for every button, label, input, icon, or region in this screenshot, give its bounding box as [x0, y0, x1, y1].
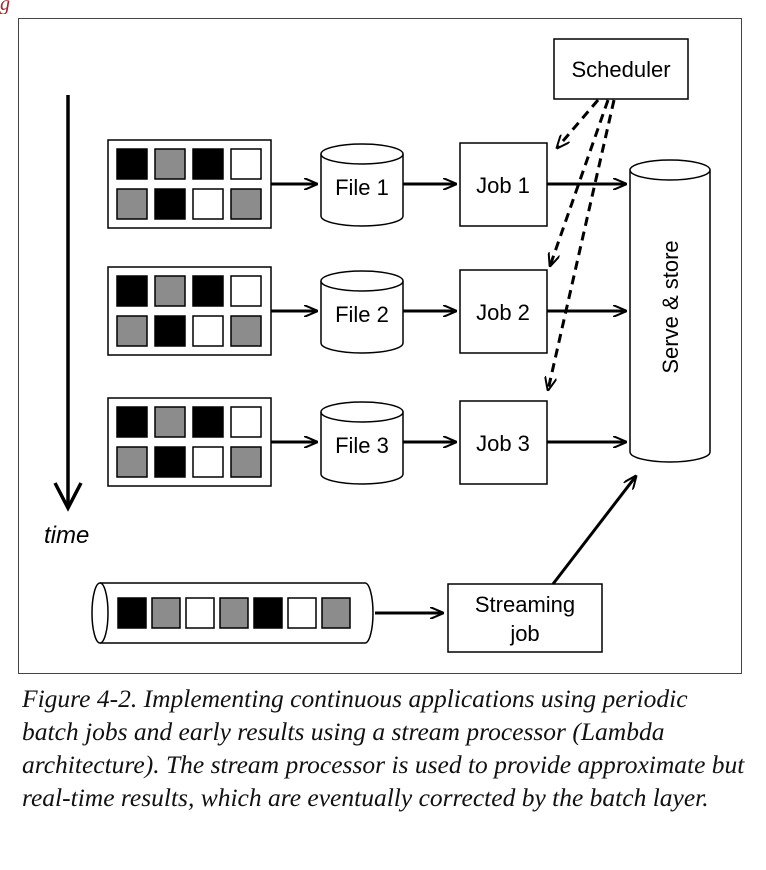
serve-store-label: Serve & store: [658, 240, 683, 373]
job-box-2: Job 2: [459, 269, 548, 354]
streaming-job-label-line2: job: [509, 621, 539, 646]
data-cell-gray: [116, 188, 148, 220]
file-cylinder-3: File 3: [320, 401, 404, 485]
figure-caption: Figure 4-2. Implementing continuous appl…: [22, 684, 745, 812]
data-cell-white: [192, 446, 224, 478]
serve-store-cylinder: Serve & store: [629, 159, 711, 463]
data-cell-black: [192, 275, 224, 307]
job-label-2: Job 2: [476, 300, 530, 325]
stream-cell-white: [185, 597, 215, 629]
data-cell-gray: [230, 188, 262, 220]
data-cell-gray: [230, 446, 262, 478]
stream-cell-white: [287, 597, 317, 629]
file-label-1: File 1: [335, 175, 389, 200]
batch-row-1: File 1 Job 1: [107, 139, 626, 229]
streaming-job-label-line1: Streaming: [475, 592, 575, 617]
job-label-1: Job 1: [476, 173, 530, 198]
data-cell-white: [230, 406, 262, 438]
streaming-job-to-serve-arrow: [551, 476, 636, 585]
scheduler-to-job3-arrow: [548, 99, 616, 390]
job-label-3: Job 3: [476, 431, 530, 456]
batch-row-3: File 3 Job 3: [107, 397, 626, 487]
time-arrow: [53, 95, 83, 512]
data-cell-black: [116, 406, 148, 438]
batch-rows: File 1 Job 1 File 2 Job 2 File 3 Job 3: [107, 139, 626, 487]
file-label-3: File 3: [335, 433, 389, 458]
data-cell-gray: [116, 446, 148, 478]
data-cell-white: [230, 148, 262, 180]
data-cell-black: [154, 315, 186, 347]
data-cell-black: [192, 406, 224, 438]
data-cell-white: [192, 315, 224, 347]
data-cell-gray: [154, 275, 186, 307]
file-cylinder-1: File 1: [320, 143, 404, 227]
data-cell-gray: [154, 406, 186, 438]
data-cell-black: [192, 148, 224, 180]
data-cell-black: [154, 188, 186, 220]
batch-row-2: File 2 Job 2: [107, 266, 626, 356]
stream-cell-gray: [219, 597, 249, 629]
scheduler-to-job1-arrow: [557, 99, 600, 148]
stream-cell-black: [117, 597, 147, 629]
data-cell-white: [192, 188, 224, 220]
data-cell-black: [116, 148, 148, 180]
time-label: time: [44, 522, 89, 549]
scheduler-dashed-arrows: [548, 99, 616, 390]
file-label-2: File 2: [335, 302, 389, 327]
data-cell-gray: [116, 315, 148, 347]
data-cell-white: [230, 275, 262, 307]
data-cell-black: [116, 275, 148, 307]
data-cell-gray: [230, 315, 262, 347]
data-cell-gray: [154, 148, 186, 180]
stream-cell-gray: [321, 597, 351, 629]
chapter-header-fragment: g: [0, 0, 10, 14]
streaming-job-box: Streaming job: [447, 583, 603, 653]
data-cell-black: [154, 446, 186, 478]
job-box-1: Job 1: [459, 142, 548, 227]
scheduler-box: Scheduler: [553, 38, 689, 100]
stream-cells: [117, 597, 351, 629]
file-cylinder-2: File 2: [320, 270, 404, 354]
stream-cell-gray: [151, 597, 181, 629]
job-box-3: Job 3: [459, 400, 548, 485]
stream-cell-black: [253, 597, 283, 629]
scheduler-label: Scheduler: [571, 57, 670, 82]
